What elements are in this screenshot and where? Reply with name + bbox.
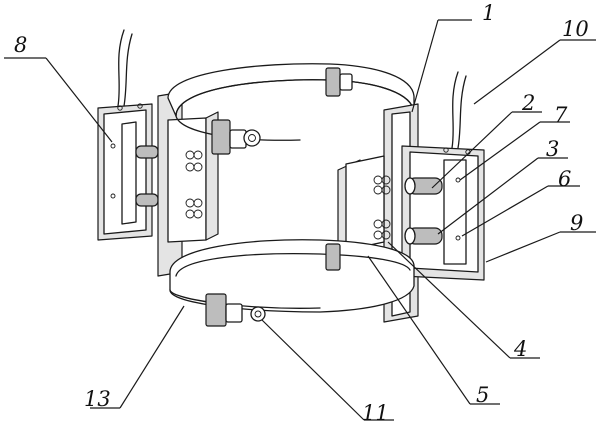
lower-clamp-ring xyxy=(169,239,415,327)
right-sensor-box xyxy=(401,71,485,281)
callout-11: 11 xyxy=(362,401,389,425)
callout-1: 1 xyxy=(482,1,495,25)
callout-2: 2 xyxy=(521,91,535,115)
callout-6: 6 xyxy=(558,167,571,191)
callout-labels: 8 1 10 2 7 3 6 9 4 5 11 13 xyxy=(14,1,589,425)
callout-4: 4 xyxy=(513,337,527,361)
right-lower-spring xyxy=(373,219,391,240)
lower-sensor-cylinder xyxy=(404,227,443,245)
callout-7: 7 xyxy=(554,103,568,127)
inner-pad xyxy=(337,155,393,263)
leader-lines xyxy=(4,19,596,421)
callout-9: 9 xyxy=(570,211,583,235)
upper-sensor-cylinder xyxy=(404,177,443,195)
callout-10: 10 xyxy=(562,17,589,41)
left-half-shell xyxy=(157,91,219,277)
left-upper-spring xyxy=(185,150,203,172)
callout-13: 13 xyxy=(84,387,111,411)
right-upper-spring xyxy=(373,175,391,195)
left-lower-spring xyxy=(185,198,203,219)
left-sensor-box xyxy=(97,29,159,241)
callout-8: 8 xyxy=(14,33,27,57)
callout-3: 3 xyxy=(546,137,559,161)
callout-5: 5 xyxy=(476,383,489,407)
